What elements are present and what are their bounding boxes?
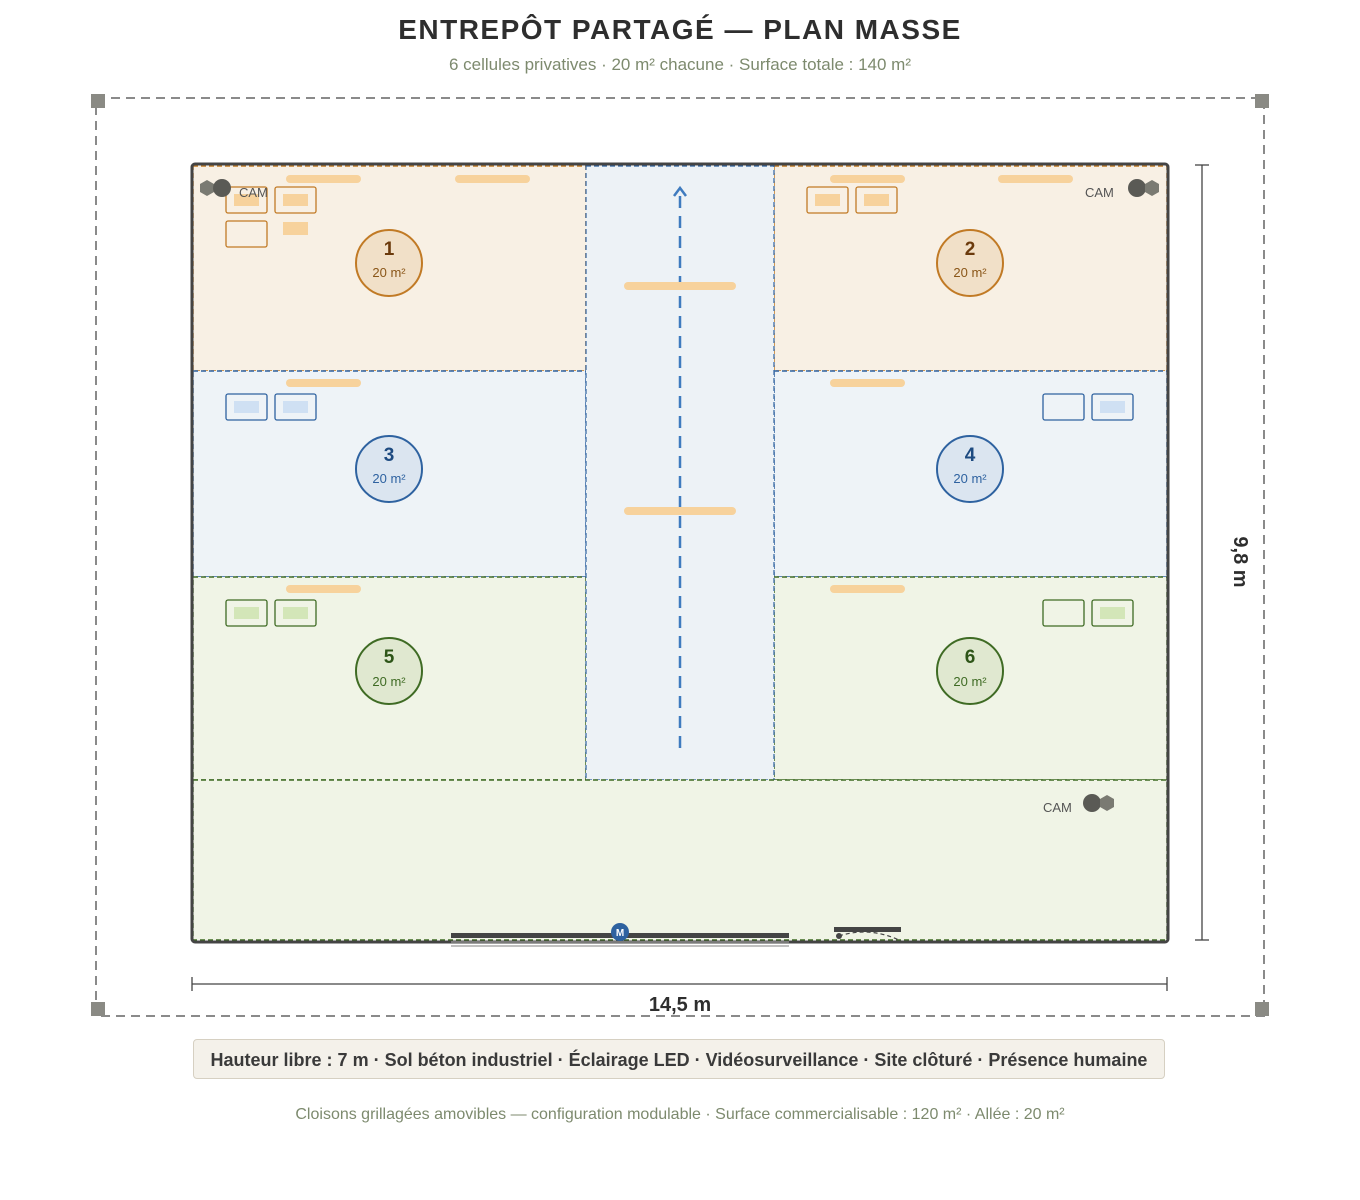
page-title: ENTREPÔT PARTAGÉ — PLAN MASSE: [398, 14, 962, 45]
fence-post: [91, 1002, 105, 1016]
cell-badge-6: 6 20 m²: [936, 637, 1004, 705]
camera-icon: CAM: [1043, 794, 1114, 815]
page-subtitle: 6 cellules privatives · 20 m² chacune · …: [448, 55, 912, 74]
height-label: 9,8 m: [1229, 536, 1251, 587]
cell-badge-1: 1 20 m²: [355, 229, 423, 297]
storage-racks-cell-4: [1042, 393, 1134, 421]
camera-label: CAM: [1085, 185, 1114, 200]
cell-number: 3: [384, 445, 395, 466]
cell-area: 20 m²: [953, 674, 987, 689]
camera-label: CAM: [1043, 800, 1072, 815]
cell-badge-4: 4 20 m²: [936, 435, 1004, 503]
camera-icon: CAM: [200, 179, 268, 200]
cell-number: 4: [965, 445, 976, 466]
personnel-door: [834, 927, 902, 942]
cell-area: 20 m²: [372, 674, 406, 689]
fence-post: [1255, 94, 1269, 108]
height-dimension: 9,8 m: [1195, 164, 1251, 941]
led-lights: [286, 175, 1073, 593]
door-motor-label: M: [616, 928, 624, 939]
cell-area: 20 m²: [372, 471, 406, 486]
footnote: Cloisons grillagées amovibles — configur…: [295, 1106, 1065, 1123]
aisle-arrow-head: [673, 185, 687, 197]
storage-racks-cell-2: [806, 186, 898, 214]
storage-racks-cell-1: [225, 186, 317, 248]
cell-badge-2: 2 20 m²: [936, 229, 1004, 297]
cell-area: 20 m²: [953, 471, 987, 486]
storage-racks-cell-3: [225, 393, 317, 421]
storage-racks-cell-6: [1042, 599, 1134, 627]
cell-area: 20 m²: [953, 265, 987, 280]
camera-icon: CAM: [1085, 179, 1159, 200]
fence-post: [1255, 1002, 1269, 1016]
cell-number: 2: [965, 239, 976, 260]
storage-racks-cell-5: [225, 599, 317, 627]
camera-label: CAM: [239, 185, 268, 200]
width-dimension: 14,5 m: [191, 977, 1168, 1016]
cell-number: 1: [384, 239, 395, 260]
cell-area: 20 m²: [372, 265, 406, 280]
common-zone: [192, 779, 1168, 941]
width-label: 14,5 m: [649, 994, 711, 1016]
cell-badge-3: 3 20 m²: [355, 435, 423, 503]
features-banner: Hauteur libre : 7 m · Sol béton industri…: [193, 1039, 1165, 1079]
cell-badge-5: 5 20 m²: [355, 637, 423, 705]
door-motor-icon: M: [611, 923, 629, 941]
cell-number: 6: [965, 647, 976, 668]
site-fence: [95, 97, 1265, 1017]
fence-post: [91, 94, 105, 108]
cell-number: 5: [384, 647, 395, 668]
